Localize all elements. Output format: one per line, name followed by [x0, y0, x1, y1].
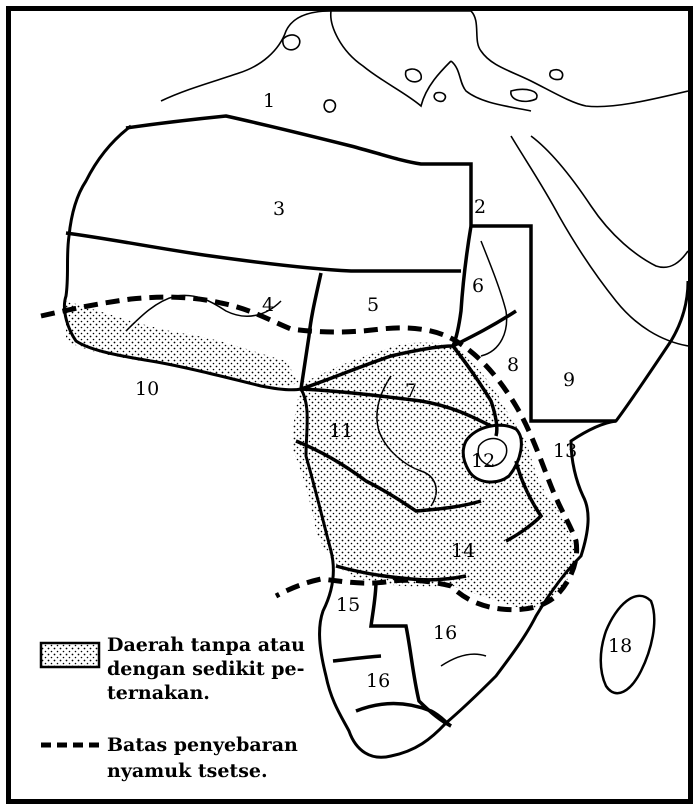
- region-label-16a: 16: [433, 622, 457, 644]
- region-label-1: 1: [263, 90, 275, 112]
- region-label-2: 2: [474, 196, 486, 218]
- legend-stipple-line-2: dengan sedikit pe-: [107, 658, 305, 680]
- region-label-18: 18: [608, 635, 632, 657]
- legend-dashed-line-1: Batas penyebaran: [107, 734, 298, 756]
- arabia-coastline: [510, 135, 688, 347]
- map-frame: 1 2 3 4 5 6 7 8 9 10 11 12 13 14 15 16 1…: [6, 6, 693, 804]
- region-labels: 1 2 3 4 5 6 7 8 9 10 11 12 13 14 15 16 1…: [135, 90, 632, 692]
- region-label-7: 7: [405, 380, 417, 402]
- africa-coastline: [62, 124, 688, 759]
- legend-stipple-line-1: Daerah tanpa atau: [107, 634, 305, 656]
- stipple-region: [66, 301, 576, 611]
- region-label-8: 8: [507, 354, 519, 376]
- region-label-16b: 16: [366, 670, 390, 692]
- europe-coastlines: [160, 11, 688, 112]
- africa-map: 1 2 3 4 5 6 7 8 9 10 11 12 13 14 15 16 1…: [39, 11, 688, 782]
- region-label-10: 10: [135, 378, 159, 400]
- legend-dashed-line-2: nyamuk tsetse.: [107, 760, 268, 782]
- region-label-5: 5: [367, 294, 379, 316]
- region-label-15: 15: [336, 594, 360, 616]
- mediterranean-islands: [282, 34, 564, 113]
- region-label-9: 9: [563, 369, 575, 391]
- region-label-6: 6: [472, 275, 484, 297]
- legend: Daerah tanpa atau dengan sedikit pe- ter…: [39, 634, 305, 782]
- region-label-3: 3: [273, 198, 285, 220]
- legend-stipple-line-3: ternakan.: [107, 682, 210, 704]
- madagascar-outline: [599, 594, 656, 695]
- legend-stipple-swatch: [39, 641, 101, 669]
- region-label-12: 12: [471, 450, 495, 472]
- region-label-13: 13: [553, 440, 577, 462]
- region-label-14: 14: [451, 540, 475, 562]
- region-label-11: 11: [329, 420, 353, 442]
- region-boundaries: [65, 114, 616, 728]
- lake-victoria-area: [461, 423, 523, 484]
- tsetse-boundary: [40, 294, 580, 613]
- region-label-4: 4: [262, 294, 274, 316]
